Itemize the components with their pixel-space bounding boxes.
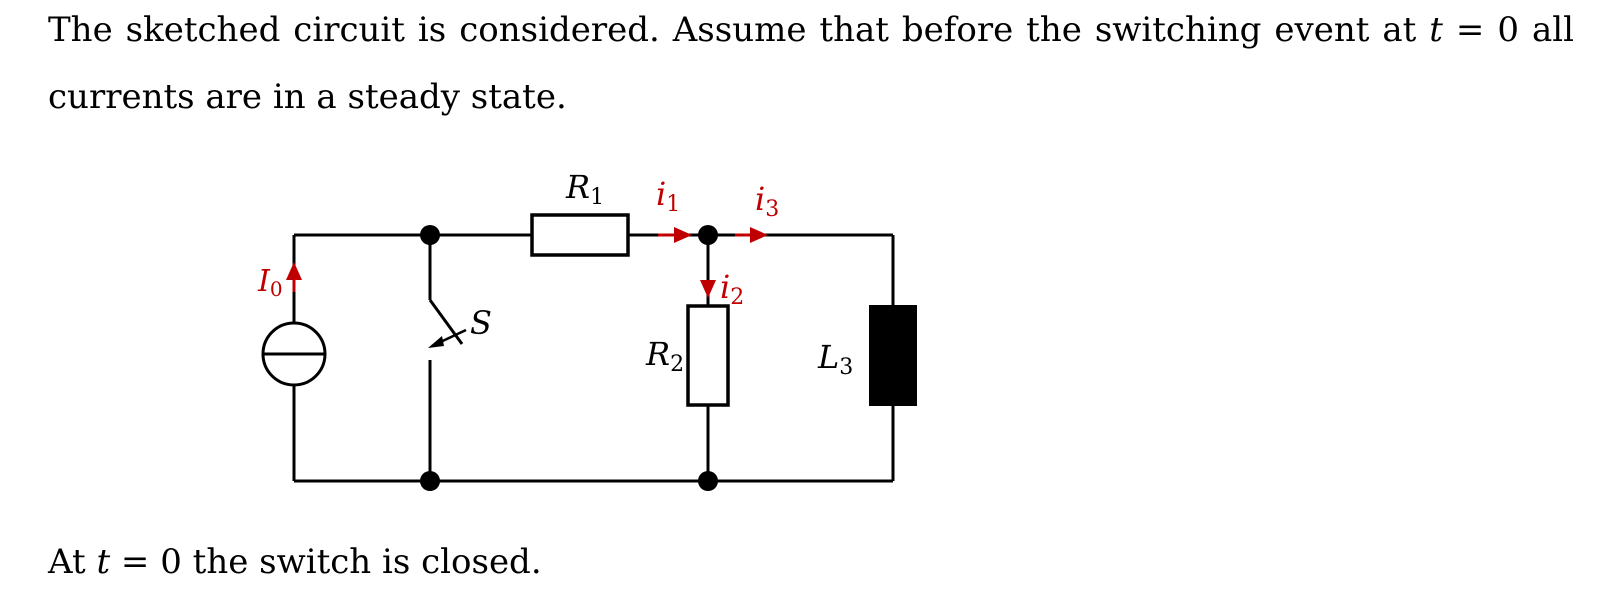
switch-blade — [428, 299, 464, 345]
line1-equation: = 0 all — [1442, 10, 1574, 50]
node-bottom-r2 — [698, 471, 718, 491]
switch-actuator-arrow — [428, 336, 444, 348]
i3-label: i3 — [755, 180, 779, 222]
problem-statement-line-2: currents are in a steady state. — [48, 77, 567, 117]
switch-statement: At t = 0 the switch is closed. — [48, 542, 542, 582]
line1-text: The sketched circuit is considered. Assu… — [48, 10, 1430, 50]
switch-label: S — [470, 304, 492, 342]
time-variable: t — [1429, 10, 1443, 50]
i2-label: i2 — [720, 268, 744, 310]
r2-label: R2 — [645, 335, 684, 377]
source-label: I0 — [257, 264, 283, 301]
problem-statement-line-1: The sketched circuit is considered. Assu… — [48, 10, 1574, 50]
node-bottom-switch — [420, 471, 440, 491]
time-variable-2: t — [96, 542, 111, 582]
resistor-r2 — [686, 304, 730, 407]
switch — [428, 299, 467, 348]
wires — [292, 233, 895, 483]
r1-label: R1 — [565, 168, 604, 210]
resistor-r1 — [530, 213, 630, 257]
i3-arrow — [750, 227, 768, 243]
source-current-arrow — [286, 262, 302, 280]
nodes — [420, 225, 718, 491]
i2-arrow — [700, 280, 716, 298]
l3-label: L3 — [817, 338, 853, 380]
current-source — [261, 321, 327, 387]
line3-post: = 0 the switch is closed. — [110, 542, 542, 582]
inductor-l3 — [869, 305, 917, 406]
node-top-r2 — [698, 225, 718, 245]
i1-label: i1 — [656, 175, 680, 217]
line3-pre: At — [48, 542, 97, 582]
node-top-switch — [420, 225, 440, 245]
i1-arrow — [674, 227, 692, 243]
